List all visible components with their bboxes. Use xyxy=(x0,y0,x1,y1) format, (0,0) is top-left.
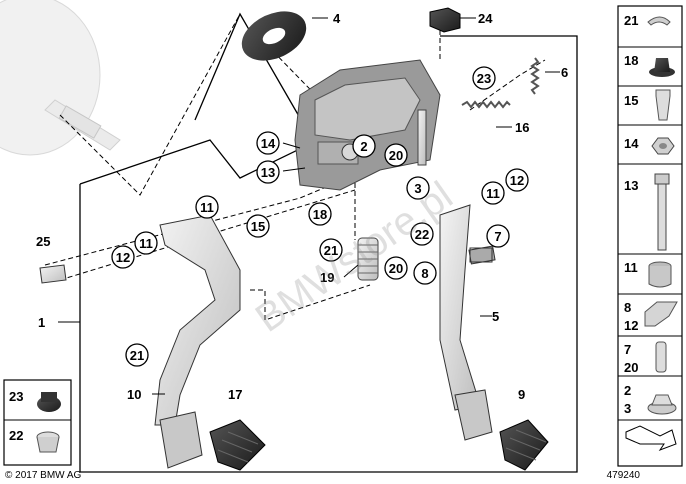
hex-bolt-icon xyxy=(654,173,670,251)
callout-23: 23 xyxy=(472,66,496,90)
svg-text:2: 2 xyxy=(360,139,367,154)
leader-lines xyxy=(58,17,560,395)
callout-20-top: 20 xyxy=(384,143,408,167)
label-5: 5 xyxy=(492,309,499,324)
svg-text:23: 23 xyxy=(9,389,23,404)
seal-ring xyxy=(241,11,307,61)
connector-part xyxy=(429,7,461,33)
svg-text:8: 8 xyxy=(624,300,631,315)
callout-11-right: 11 xyxy=(481,181,505,205)
label-25: 25 xyxy=(36,234,50,249)
inset-box: 23 22 xyxy=(3,379,72,466)
callout-13: 13 xyxy=(256,160,280,184)
brake-pedal xyxy=(439,204,496,441)
bushing-icon xyxy=(648,261,672,288)
callout-14: 14 xyxy=(256,131,280,155)
callout-3: 3 xyxy=(406,176,430,200)
parts-panel: 21 18 15 14 13 11 8 12 7 20 2 3 xyxy=(617,5,683,467)
svg-text:11: 11 xyxy=(486,186,500,201)
pedal-rod xyxy=(417,109,427,166)
switch-spring xyxy=(357,237,379,281)
hex-nut-icon xyxy=(651,137,675,155)
callout-15: 15 xyxy=(246,214,270,238)
rubber-stop-icon xyxy=(649,58,675,77)
clutch-pedal xyxy=(154,214,241,469)
callout-8: 8 xyxy=(413,261,437,285)
callout-21-mid: 21 xyxy=(319,238,343,262)
svg-text:12: 12 xyxy=(116,250,130,265)
clip-icon xyxy=(647,16,671,26)
label-1: 1 xyxy=(38,315,45,330)
tension-spring xyxy=(461,100,511,109)
label-19: 19 xyxy=(320,270,334,285)
label-16: 16 xyxy=(515,120,529,135)
svg-text:7: 7 xyxy=(624,342,631,357)
callout-11-left2: 11 xyxy=(134,231,158,255)
callout-21-low: 21 xyxy=(125,343,149,367)
svg-text:21: 21 xyxy=(130,348,144,363)
callout-2: 2 xyxy=(352,134,376,158)
clip-part xyxy=(39,264,67,284)
callout-12-right: 12 xyxy=(505,168,529,192)
callout-7: 7 xyxy=(486,224,510,248)
svg-text:14: 14 xyxy=(624,136,639,151)
brake-booster xyxy=(0,0,121,156)
svg-text:7: 7 xyxy=(494,229,501,244)
label-10: 10 xyxy=(127,387,141,402)
bracket-clip-icon xyxy=(644,301,678,327)
grommet-icon xyxy=(37,392,61,412)
svg-text:20: 20 xyxy=(624,360,638,375)
svg-text:11: 11 xyxy=(139,236,153,251)
pedal-pad-17 xyxy=(209,419,266,471)
svg-text:2: 2 xyxy=(624,383,631,398)
label-6: 6 xyxy=(561,65,568,80)
svg-text:15: 15 xyxy=(624,93,638,108)
bracket-part xyxy=(469,247,493,263)
svg-text:8: 8 xyxy=(421,266,428,281)
svg-text:15: 15 xyxy=(251,219,265,234)
svg-text:13: 13 xyxy=(624,178,638,193)
callout-18: 18 xyxy=(308,202,332,226)
svg-text:12: 12 xyxy=(624,318,638,333)
bush-icon xyxy=(36,431,60,453)
expanding-rivet-icon xyxy=(655,89,671,121)
svg-text:21: 21 xyxy=(324,243,338,258)
diagram-id: 479240 xyxy=(606,470,640,481)
callout-22: 22 xyxy=(410,222,434,246)
label-17: 17 xyxy=(228,387,242,402)
svg-text:11: 11 xyxy=(200,200,214,215)
svg-text:22: 22 xyxy=(415,227,429,242)
pin-icon xyxy=(655,341,667,373)
label-9: 9 xyxy=(518,387,525,402)
svg-text:12: 12 xyxy=(510,173,524,188)
svg-text:18: 18 xyxy=(313,207,327,222)
callout-20-mid: 20 xyxy=(384,256,408,280)
svg-text:11: 11 xyxy=(624,260,638,275)
callout-11-left: 11 xyxy=(195,195,219,219)
arrow-icon xyxy=(625,425,677,452)
svg-text:23: 23 xyxy=(477,71,491,86)
svg-text:20: 20 xyxy=(389,261,403,276)
svg-text:18: 18 xyxy=(624,53,638,68)
svg-text:20: 20 xyxy=(389,148,403,163)
label-24: 24 xyxy=(478,11,493,26)
svg-text:3: 3 xyxy=(624,401,631,416)
copyright-text: © 2017 BMW AG xyxy=(5,470,82,481)
collar-nut-icon xyxy=(647,394,677,415)
svg-text:3: 3 xyxy=(414,181,421,196)
dashed-guides xyxy=(44,13,546,321)
pedal-pad-9 xyxy=(499,419,549,471)
svg-text:22: 22 xyxy=(9,428,23,443)
callout-12-left: 12 xyxy=(111,245,135,269)
svg-text:14: 14 xyxy=(261,136,276,151)
svg-text:13: 13 xyxy=(261,165,275,180)
svg-text:21: 21 xyxy=(624,13,638,28)
return-spring xyxy=(530,57,540,95)
label-4: 4 xyxy=(333,11,341,26)
